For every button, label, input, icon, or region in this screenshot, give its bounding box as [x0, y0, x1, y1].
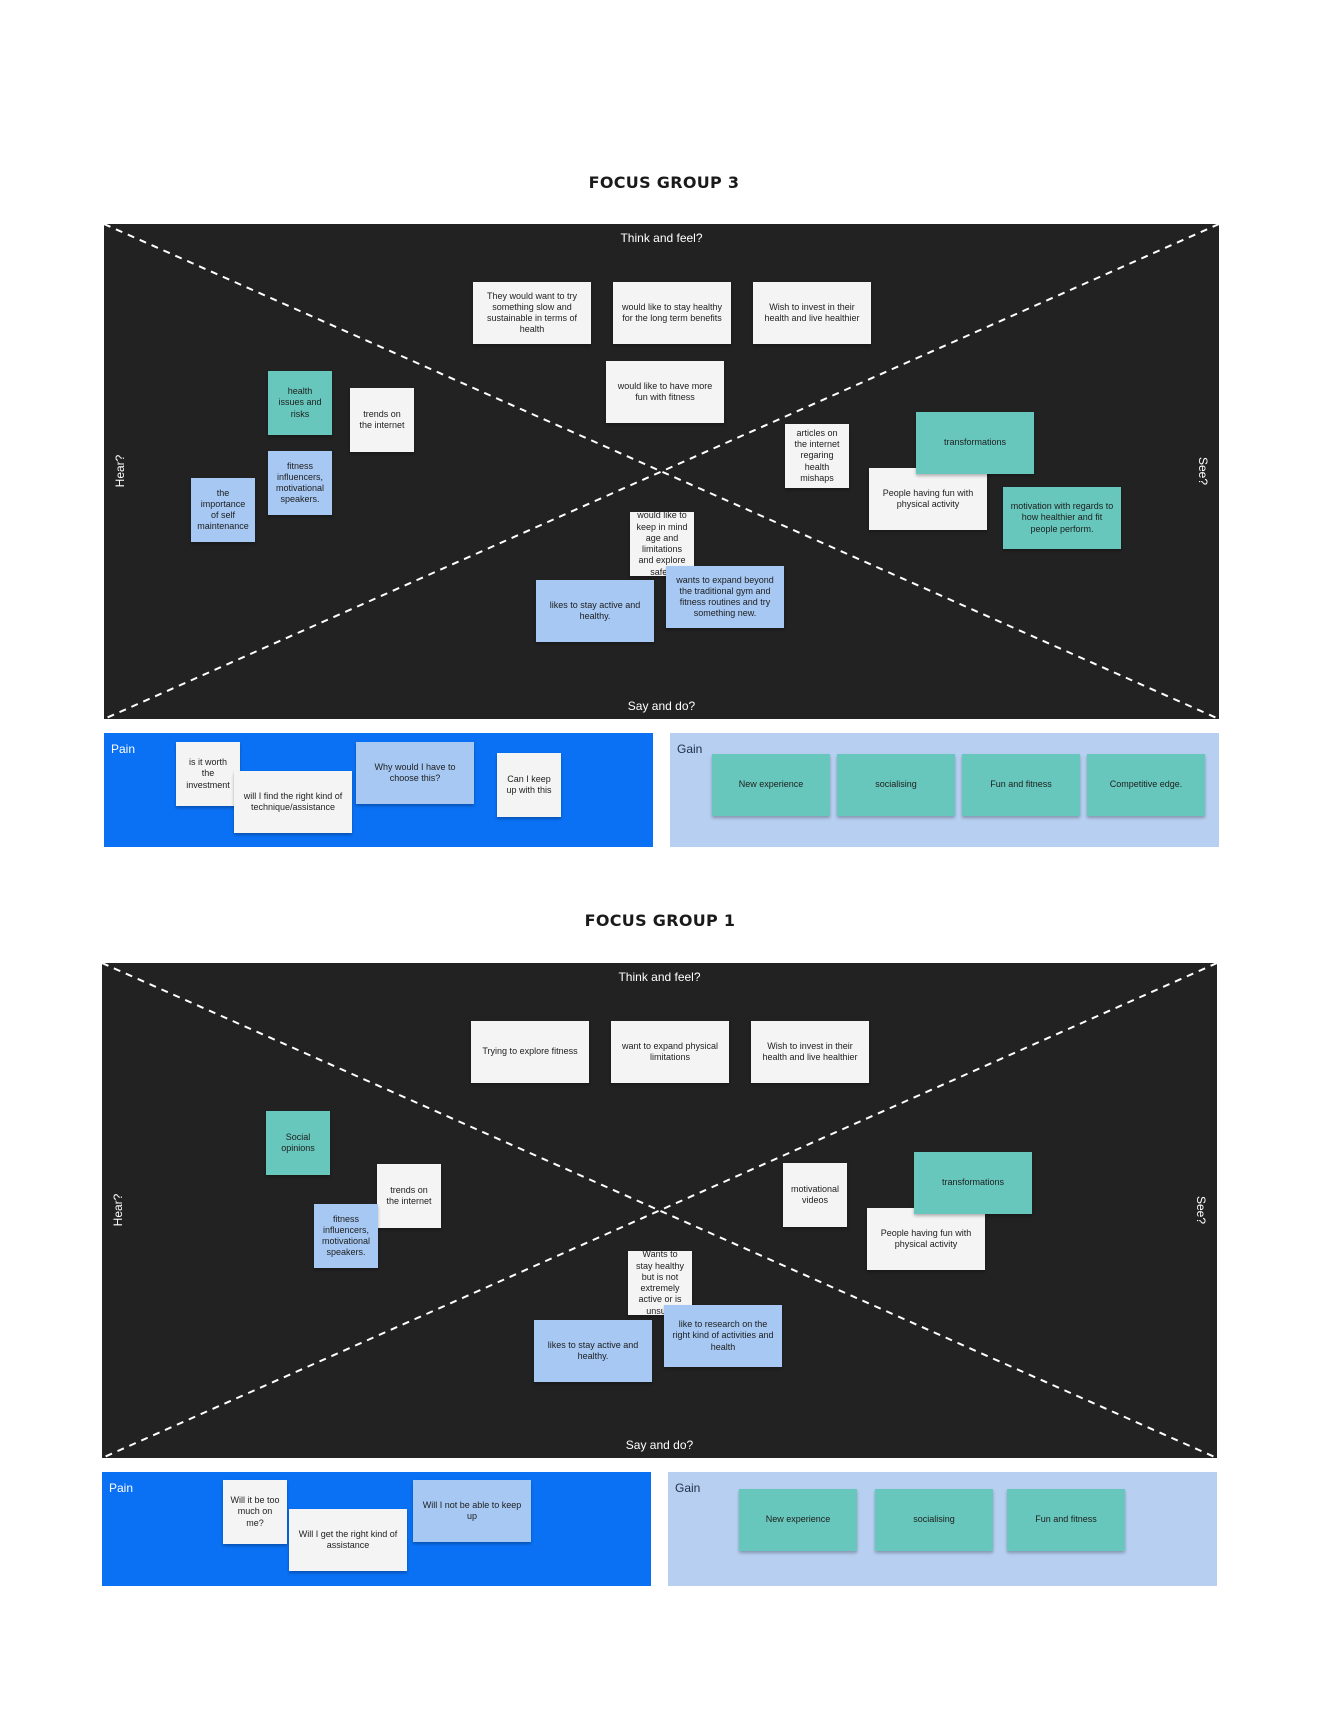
- empathy-map-board: Think and feel? Say and do? Hear? See? T…: [104, 224, 1219, 719]
- sticky-note[interactable]: New experience: [739, 1489, 857, 1551]
- pain-panel: Pain Will it be too much on me? Will I g…: [102, 1472, 651, 1586]
- sticky-note[interactable]: Fun and fitness: [962, 754, 1080, 816]
- gain-label: Gain: [677, 742, 703, 756]
- sticky-note[interactable]: Social opinions: [266, 1111, 330, 1175]
- quadrant-label-think: Think and feel?: [620, 231, 703, 245]
- sticky-note[interactable]: transformations: [914, 1152, 1032, 1214]
- sticky-note[interactable]: Will it be too much on me?: [223, 1480, 287, 1544]
- sticky-note[interactable]: Will I get the right kind of assistance: [289, 1509, 407, 1571]
- pain-panel: Pain is it worth the investment will I f…: [104, 733, 653, 847]
- quadrant-label-say: Say and do?: [627, 699, 696, 713]
- pain-label: Pain: [109, 1481, 134, 1495]
- sticky-note[interactable]: fitness influencers, motivational speake…: [268, 451, 332, 515]
- sticky-note[interactable]: transformations: [916, 412, 1034, 474]
- quadrant-label-see: See?: [1194, 1195, 1208, 1225]
- sticky-note[interactable]: like to research on the right kind of ac…: [664, 1305, 782, 1367]
- sticky-note[interactable]: wants to expand beyond the traditional g…: [666, 566, 784, 628]
- pain-label: Pain: [111, 742, 136, 756]
- quadrant-label-say: Say and do?: [625, 1438, 694, 1452]
- sticky-note[interactable]: Can I keep up with this: [497, 753, 561, 817]
- sticky-note[interactable]: socialising: [837, 754, 955, 816]
- sticky-note[interactable]: Will I not be able to keep up: [413, 1480, 531, 1542]
- sticky-note[interactable]: Wish to invest in their health and live …: [751, 1021, 869, 1083]
- sticky-note[interactable]: health issues and risks: [268, 371, 332, 435]
- sticky-note[interactable]: Why would I have to choose this?: [356, 742, 474, 804]
- gain-panel: Gain New experience socialising Fun and …: [668, 1472, 1217, 1586]
- quadrant-label-hear: Hear?: [113, 454, 127, 488]
- board-diagonals: [102, 963, 1217, 1458]
- sticky-note[interactable]: articles on the internet regaring health…: [785, 424, 849, 488]
- sticky-note[interactable]: Wish to invest in their health and live …: [753, 282, 871, 344]
- sticky-note[interactable]: motivation with regards to how healthier…: [1003, 487, 1121, 549]
- diagonal-line: [102, 963, 1217, 1458]
- gain-panel: Gain New experience socialising Fun and …: [670, 733, 1219, 847]
- sticky-note[interactable]: People having fun with physical activity: [867, 1208, 985, 1270]
- sticky-note[interactable]: likes to stay active and healthy.: [536, 580, 654, 642]
- quadrant-label-think: Think and feel?: [618, 970, 701, 984]
- sticky-note[interactable]: socialising: [875, 1489, 993, 1551]
- sticky-note[interactable]: Competitive edge.: [1087, 754, 1205, 816]
- diagonal-line: [102, 963, 1217, 1458]
- sticky-note[interactable]: New experience: [712, 754, 830, 816]
- board-diagonals: [104, 224, 1219, 719]
- group-title: FOCUS GROUP 1: [584, 911, 736, 930]
- sticky-note[interactable]: would like to have more fun with fitness: [606, 361, 724, 423]
- sticky-note[interactable]: Wants to stay healthy but is not extreme…: [628, 1251, 692, 1315]
- sticky-note[interactable]: is it worth the investment: [176, 742, 240, 806]
- diagonal-line: [104, 224, 1219, 719]
- sticky-note[interactable]: would like to stay healthy for the long …: [613, 282, 731, 344]
- sticky-note[interactable]: motivational videos: [783, 1163, 847, 1227]
- sticky-note[interactable]: will I find the right kind of technique/…: [234, 771, 352, 833]
- sticky-note[interactable]: would like to keep in mind age and limit…: [630, 512, 694, 576]
- sticky-note[interactable]: trends on the internet: [377, 1164, 441, 1228]
- sticky-note[interactable]: want to expand physical limitations: [611, 1021, 729, 1083]
- sticky-note[interactable]: Fun and fitness: [1007, 1489, 1125, 1551]
- sticky-note[interactable]: Trying to explore fitness: [471, 1021, 589, 1083]
- sticky-note[interactable]: the importance of self maintenance: [191, 478, 255, 542]
- empathy-map-board: Think and feel? Say and do? Hear? See? T…: [102, 963, 1217, 1458]
- sticky-note[interactable]: likes to stay active and healthy.: [534, 1320, 652, 1382]
- sticky-note[interactable]: They would want to try something slow an…: [473, 282, 591, 344]
- sticky-note[interactable]: fitness influencers, motivational speake…: [314, 1204, 378, 1268]
- group-title: FOCUS GROUP 3: [588, 173, 740, 192]
- sticky-note[interactable]: trends on the internet: [350, 388, 414, 452]
- quadrant-label-see: See?: [1196, 456, 1210, 486]
- diagonal-line: [104, 224, 1219, 719]
- quadrant-label-hear: Hear?: [111, 1193, 125, 1227]
- sticky-note[interactable]: People having fun with physical activity: [869, 468, 987, 530]
- gain-label: Gain: [675, 1481, 701, 1495]
